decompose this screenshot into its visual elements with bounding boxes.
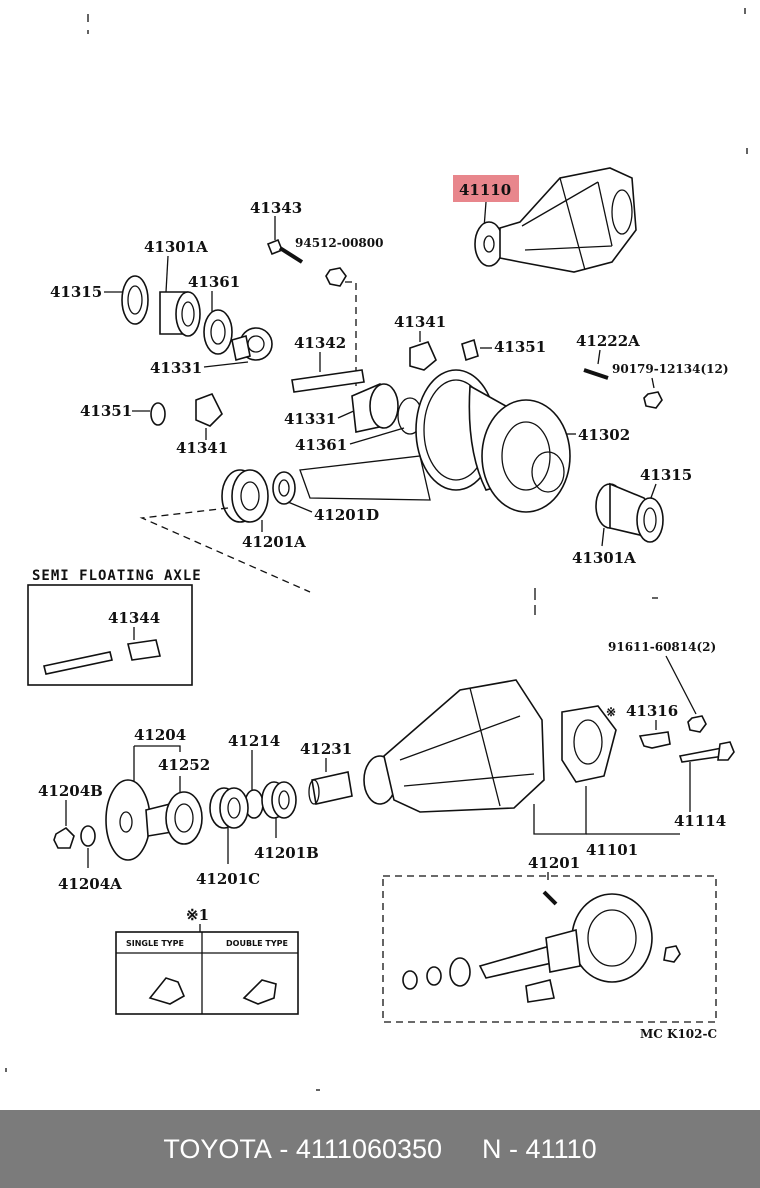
- label-41331-top: 41331: [150, 359, 202, 377]
- separator: -: [271, 1133, 296, 1164]
- label-41315-right: 41315: [640, 466, 692, 484]
- label-41361-mid: 41361: [295, 436, 347, 454]
- label-41204b: 41204B: [38, 782, 103, 800]
- bearing-group-right[interactable]: 41315 41301A: [572, 466, 692, 567]
- reference-number: N - 41110: [482, 1133, 597, 1164]
- differential-case-41302[interactable]: 41302: [299, 369, 630, 513]
- single-type-label: SINGLE TYPE: [126, 939, 184, 948]
- part-info-footer: TOYOTA - 4111060350 N - 41110: [0, 1110, 760, 1188]
- label-41201b: 41201B: [254, 844, 319, 862]
- carrier-housing-41101[interactable]: 41101: [363, 679, 680, 859]
- part-highlight: [453, 175, 519, 202]
- label-41344: 41344: [108, 609, 160, 627]
- spacer-41231[interactable]: 41231: [300, 740, 353, 805]
- label-41214: 41214: [228, 732, 280, 750]
- label-41351-left: 41351: [80, 402, 132, 420]
- nut-94512-00800[interactable]: 94512-00800: [295, 236, 383, 390]
- label-94512-00800: 94512-00800: [295, 236, 383, 250]
- label-41341-left: 41341: [176, 439, 228, 457]
- lock-plate-41316[interactable]: ※ 41316: [606, 702, 678, 749]
- ring-pinion-set-41201[interactable]: 41201 MC K102-C: [382, 854, 717, 1041]
- brand-label: TOYOTA: [163, 1133, 272, 1164]
- label-41343: 41343: [250, 199, 302, 217]
- label-41201c: 41201C: [196, 870, 260, 888]
- label-41302: 41302: [578, 426, 630, 444]
- parts-diagram: 41110 41343 94512-00800 41301A 41315 413…: [5, 8, 748, 1091]
- washer-41351-left[interactable]: 41351: [80, 402, 166, 426]
- label-41201d: 41201D: [314, 506, 379, 524]
- bolt-91611-60814[interactable]: 91611-60814(2): [608, 640, 716, 733]
- label-41252: 41252: [158, 756, 210, 774]
- shaft-41342[interactable]: 41342: [291, 334, 365, 393]
- label-41114: 41114: [674, 812, 726, 830]
- label-41204: 41204: [134, 726, 186, 744]
- label-41342: 41342: [294, 334, 346, 352]
- label-41315-top: 41315: [50, 283, 102, 301]
- part-number: 4111060350: [295, 1133, 443, 1164]
- label-41301a-right: 41301A: [572, 549, 636, 567]
- note-mark-41316: ※: [606, 705, 616, 719]
- double-type-label: DOUBLE TYPE: [226, 939, 288, 948]
- label-91611-60814: 91611-60814(2): [608, 640, 716, 654]
- companion-flange-41204[interactable]: 41204 41252: [105, 726, 210, 861]
- label-41231: 41231: [300, 740, 352, 758]
- note-mark-1: ※1: [186, 906, 209, 924]
- semi-floating-axle-inset: SEMI FLOATING AXLE 41344: [27, 568, 202, 686]
- label-41361-top: 41361: [188, 273, 240, 291]
- label-41301a-top: 41301A: [144, 238, 208, 256]
- label-41351-right: 41351: [494, 338, 546, 356]
- bearing-group-left[interactable]: 41301A 41315 41361 41331: [50, 238, 273, 377]
- scan-marks: [5, 8, 748, 1091]
- pinion-gear-41341-upper[interactable]: 41341 41351: [394, 313, 546, 371]
- stud-bolt-41114[interactable]: 41114: [674, 741, 735, 830]
- side-gear-41331[interactable]: 41331 41361: [284, 383, 423, 454]
- nut-41204b[interactable]: 41204B: [38, 782, 103, 849]
- bolt-41222a[interactable]: 41222A 90179-12134(12): [576, 332, 729, 409]
- bearing-41201c[interactable]: 41201C: [196, 787, 260, 888]
- label-41222a: 41222A: [576, 332, 640, 350]
- label-41101: 41101: [586, 841, 638, 859]
- label-41341-top: 41341: [394, 313, 446, 331]
- label-41204a: 41204A: [58, 875, 122, 893]
- label-90179-12134: 90179-12134(12): [612, 362, 729, 376]
- label-41201: 41201: [528, 854, 580, 872]
- bearing-41201b[interactable]: 41201B: [254, 781, 319, 862]
- label-41316: 41316: [626, 702, 678, 720]
- bolt-41343[interactable]: 41343: [250, 199, 304, 264]
- label-41331-mid: 41331: [284, 410, 336, 428]
- pinion-gear-41341-left[interactable]: 41341: [176, 392, 228, 457]
- carrier-assembly-41110[interactable]: 41110: [453, 167, 637, 273]
- label-41110: 41110: [459, 181, 511, 199]
- semi-floating-title: SEMI FLOATING AXLE: [32, 568, 202, 584]
- label-41201a: 41201A: [242, 533, 306, 551]
- reference-code: MC K102-C: [640, 1027, 717, 1041]
- washer-41204a[interactable]: 41204A: [58, 825, 122, 893]
- bearing-41201a[interactable]: 41201A 41201D: [139, 469, 379, 593]
- lock-plate-type-table: ※1 SINGLE TYPE DOUBLE TYPE: [115, 906, 299, 1015]
